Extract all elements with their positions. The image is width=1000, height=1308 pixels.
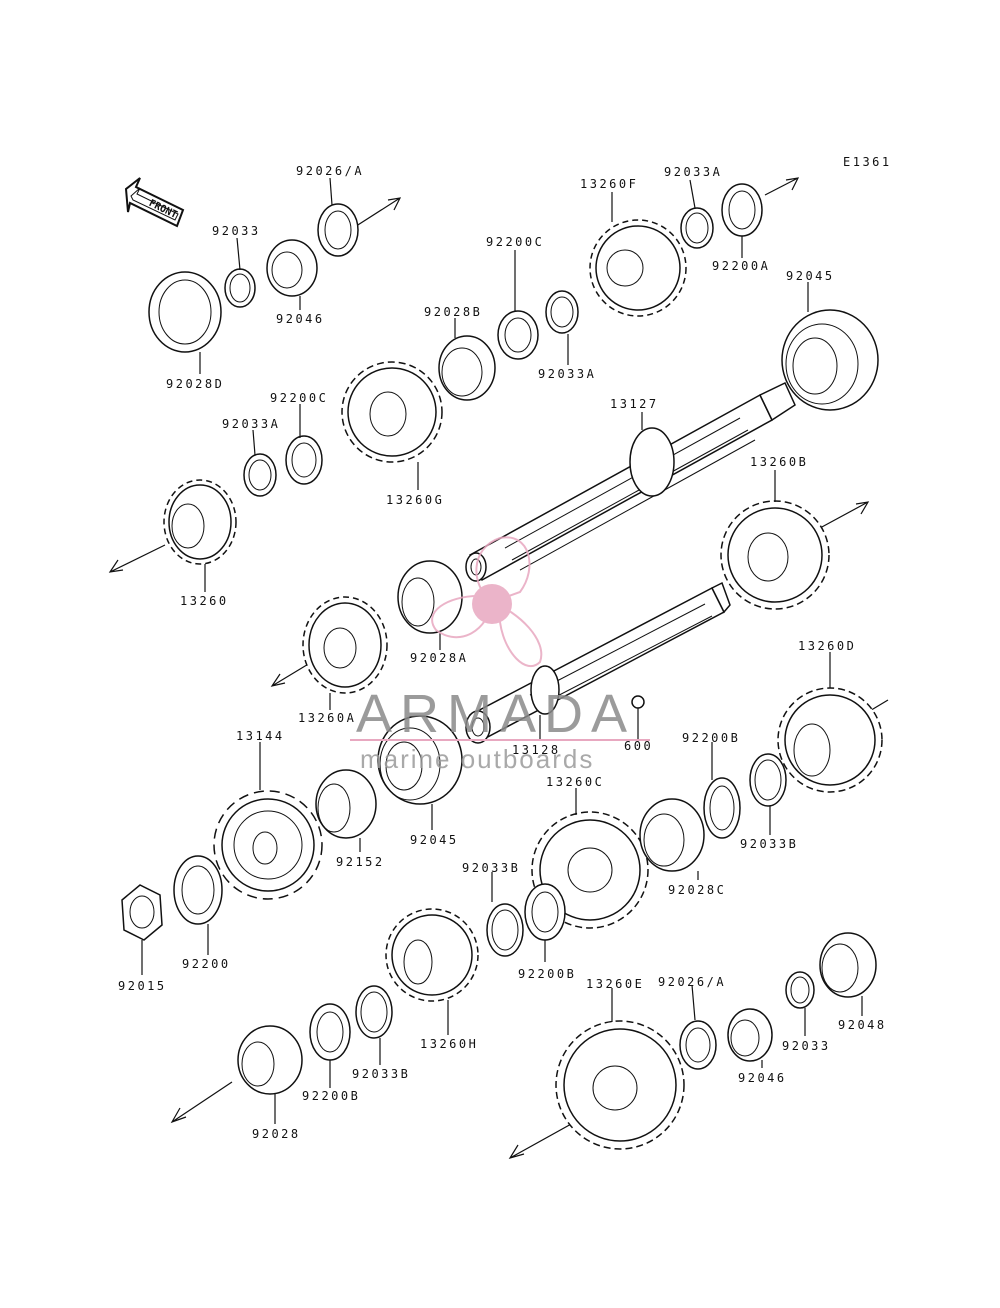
- label-600: 600: [624, 739, 653, 753]
- gear-13260a: [302, 596, 388, 694]
- gear-13260d: [777, 687, 883, 793]
- nut-92015: [121, 884, 163, 941]
- watermark-tagline: marine outboards: [360, 744, 594, 774]
- label-92028c: 92028C: [668, 883, 726, 897]
- label-13144: 13144: [236, 729, 285, 743]
- label-92200b-low: 92200B: [302, 1089, 360, 1103]
- label-92200c-left: 92200C: [270, 391, 328, 405]
- gear-13260h: [385, 908, 479, 1002]
- countershaft-13127: [465, 381, 796, 582]
- figure-code: E1361: [843, 155, 892, 169]
- label-92200c-top: 92200C: [486, 235, 544, 249]
- gear-13260e: [555, 1020, 685, 1150]
- label-92026a-bottom: 92026/A: [658, 975, 726, 989]
- bearing-92045-lower: [377, 715, 463, 805]
- washer-92026a-bottom: [679, 1020, 717, 1070]
- circlip-92033b-mid: [486, 903, 524, 957]
- label-13128: 13128: [512, 743, 561, 757]
- collar-92048: [819, 932, 877, 998]
- label-92200a: 92200A: [712, 259, 770, 273]
- washer-92200a: [721, 183, 763, 237]
- label-92046-bottom: 92046: [738, 1071, 787, 1085]
- washer-92200b-mid: [524, 883, 566, 941]
- watermark: ARMADA marine outboards: [350, 536, 650, 774]
- washer-92200c-left: [285, 435, 323, 485]
- part-labels: 92026/A 92033 92046 92028D 13260F 92033A…: [118, 164, 887, 1141]
- label-13260d: 13260D: [798, 639, 856, 653]
- label-13260c: 13260C: [546, 775, 604, 789]
- label-92028: 92028: [252, 1127, 301, 1141]
- label-92200b-right: 92200B: [682, 731, 740, 745]
- label-92033-bottom: 92033: [782, 1039, 831, 1053]
- label-13260g: 13260G: [386, 493, 444, 507]
- label-92200: 92200: [182, 957, 231, 971]
- bushing-92028c: [639, 798, 705, 872]
- label-92033b-right: 92033B: [740, 837, 798, 851]
- gear-13260f: [589, 219, 687, 317]
- label-13260h: 13260H: [420, 1037, 478, 1051]
- label-92028b: 92028B: [424, 305, 482, 319]
- label-92152: 92152: [336, 855, 385, 869]
- label-13260b: 13260B: [750, 455, 808, 469]
- watermark-brand: ARMADA: [356, 684, 635, 744]
- needle-bearing-92046-bottom: [727, 1008, 773, 1062]
- label-92033a-mid: 92033A: [538, 367, 596, 381]
- washer-92200b-right: [703, 777, 741, 839]
- propeller-logo-icon: [431, 536, 543, 668]
- gear-13260: [163, 479, 237, 565]
- gear-13260g: [341, 361, 443, 463]
- label-92045-top: 92045: [786, 269, 835, 283]
- label-92200b-mid: 92200B: [518, 967, 576, 981]
- leader-lines: [141, 177, 863, 1124]
- bushing-92152: [315, 769, 377, 839]
- circlip-92033a-left: [243, 453, 277, 497]
- label-92045-mid: 92045: [410, 833, 459, 847]
- label-92033-top: 92033: [212, 224, 261, 238]
- circlip-92033b-low: [355, 985, 393, 1039]
- front-arrow-icon: FRONT: [124, 177, 185, 228]
- washer-92026a-top: [317, 203, 359, 257]
- circlip-92033a-top: [680, 207, 714, 249]
- bearing-92045-upper: [781, 309, 879, 411]
- label-92033b-low: 92033B: [352, 1067, 410, 1081]
- label-13127: 13127: [610, 397, 659, 411]
- label-92028d: 92028D: [166, 377, 224, 391]
- collar-92028: [237, 1025, 303, 1095]
- label-92033b-mid: 92033B: [462, 861, 520, 875]
- label-92028a: 92028A: [410, 651, 468, 665]
- washer-92200c-top: [497, 310, 539, 360]
- circlip-92033a-mid: [545, 290, 579, 334]
- collar-92028d: [148, 271, 222, 353]
- needle-bearing-92046-top: [266, 239, 318, 297]
- washer-92200b-low: [309, 1003, 351, 1061]
- circlip-92033-bottom: [785, 971, 815, 1009]
- label-92026a-top: 92026/A: [296, 164, 364, 178]
- label-13260f: 13260F: [580, 177, 638, 191]
- circlip-92033-top: [224, 268, 256, 308]
- bushing-92028b: [438, 335, 496, 401]
- label-92015: 92015: [118, 979, 167, 993]
- collar-92028a: [397, 560, 463, 634]
- circlip-92033b-right: [749, 753, 787, 807]
- sprocket-13144: [213, 790, 323, 900]
- label-13260a: 13260A: [298, 711, 356, 725]
- label-13260e: 13260E: [586, 977, 644, 991]
- label-13260: 13260: [180, 594, 229, 608]
- gear-13260b: [720, 500, 830, 610]
- washer-92200: [173, 855, 223, 925]
- label-92048: 92048: [838, 1018, 887, 1032]
- label-92046-top: 92046: [276, 312, 325, 326]
- label-92033a-top: 92033A: [664, 165, 722, 179]
- mainshaft-13128: [465, 581, 731, 744]
- label-92033a-left: 92033A: [222, 417, 280, 431]
